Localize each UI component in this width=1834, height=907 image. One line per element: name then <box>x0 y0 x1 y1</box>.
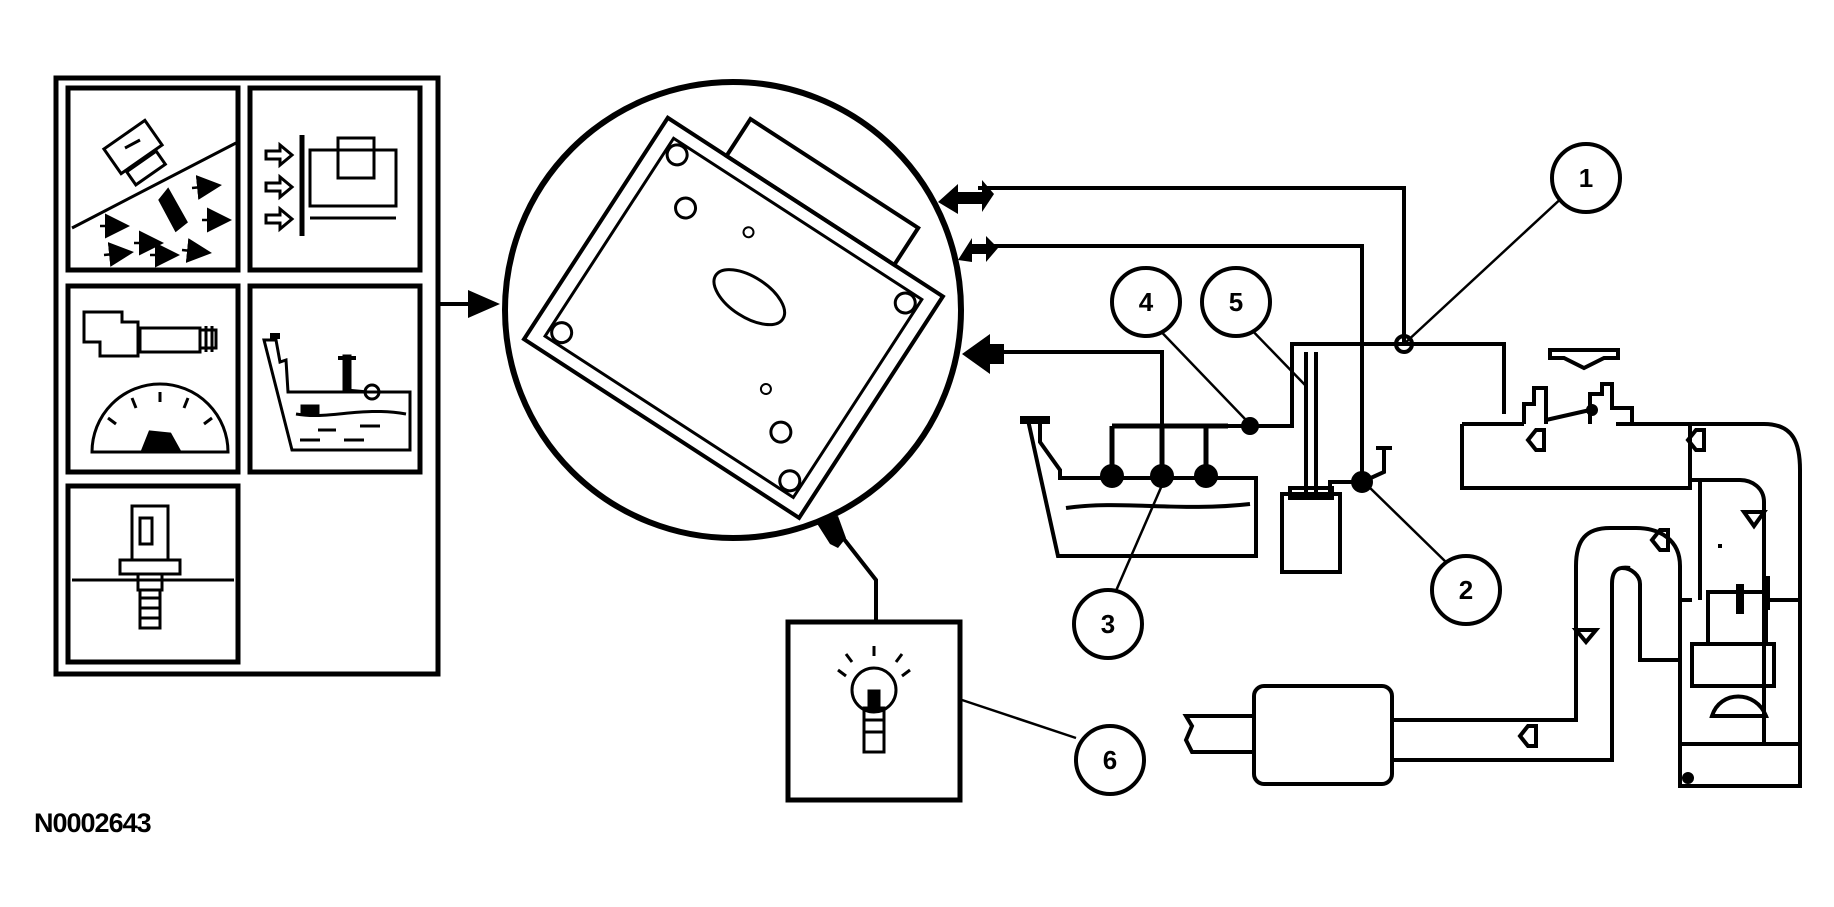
callout-2-label: 2 <box>1459 575 1473 605</box>
callout-leaders <box>961 193 1567 740</box>
callout-2: 2 <box>1430 554 1502 626</box>
callout-6-label: 6 <box>1103 745 1117 775</box>
callout-5: 5 <box>1200 266 1272 338</box>
pressure-sensor-icon <box>72 504 234 630</box>
callout-5-label: 5 <box>1229 287 1243 317</box>
callout-6: 6 <box>1074 724 1146 796</box>
callout-4: 4 <box>1110 266 1182 338</box>
callout-1: 1 <box>1550 142 1622 214</box>
mass-airflow-sensor-icon <box>264 135 398 236</box>
sensor-panel <box>53 75 441 677</box>
evap-canister-icon <box>1228 334 1506 574</box>
module-input-arrows <box>816 180 1004 548</box>
callout-3: 3 <box>1072 588 1144 660</box>
sensor-to-module-arrow <box>438 290 500 318</box>
fuel-level-sensor-icon <box>262 333 412 452</box>
signal-lines <box>978 186 1406 472</box>
vehicle-speed-sensor-icon <box>82 310 230 454</box>
callout-4-label: 4 <box>1139 287 1154 317</box>
engine-intake-exhaust-icon <box>1182 348 1802 788</box>
figure-id: N0002643 <box>34 808 152 838</box>
powertrain-control-module-icon <box>502 79 964 541</box>
fuel-tank-icon <box>1020 416 1258 558</box>
callout-1-label: 1 <box>1579 163 1593 193</box>
warning-lamp-icon <box>785 532 963 803</box>
callout-3-label: 3 <box>1101 609 1115 639</box>
oxygen-sensor-icon <box>71 118 237 268</box>
